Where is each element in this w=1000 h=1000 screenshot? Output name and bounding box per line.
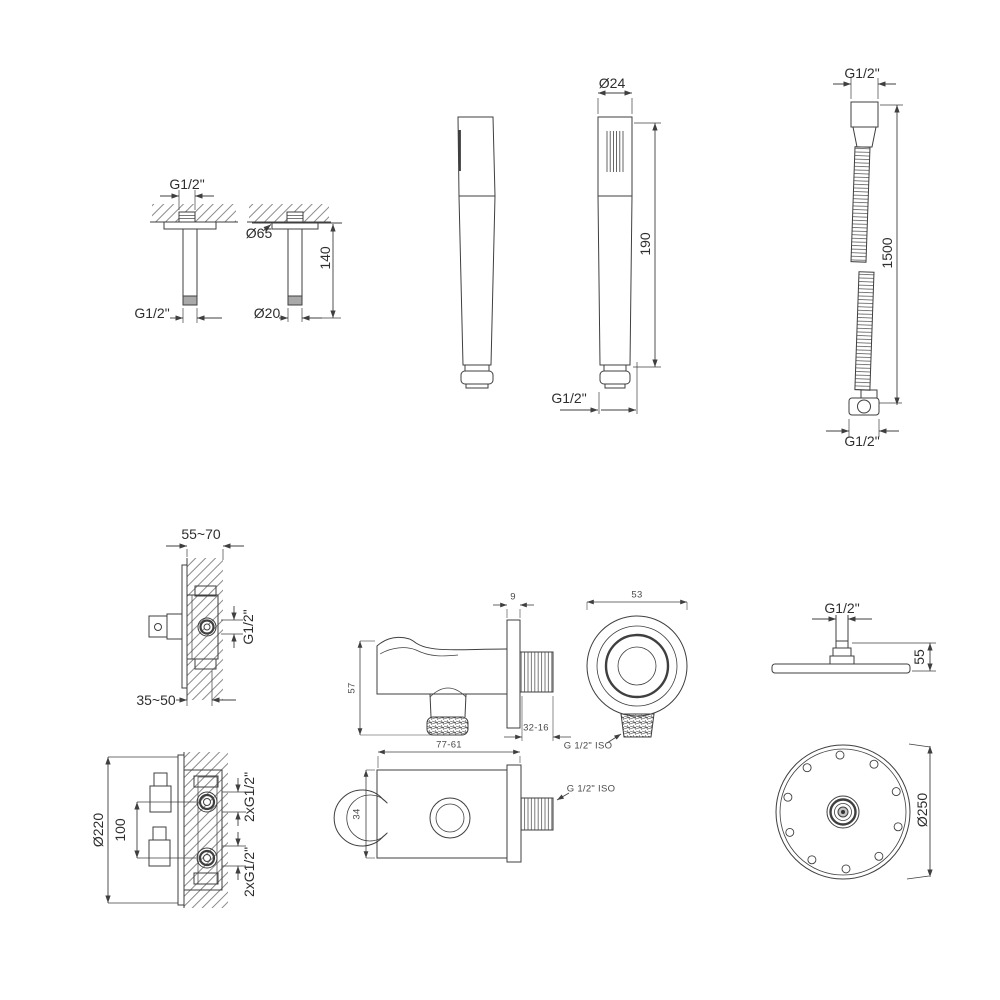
drawing-hand-shower-side [457,116,496,389]
drawing-shower-head-top [775,743,933,880]
dim-hand-shower-diameter: Ø24 [598,75,626,91]
dim-outlet-depth: 34 [351,808,363,820]
dim-thermostat-port-spacing: 100 [112,818,128,842]
drawing-wall-outlet-side [357,602,571,741]
dim-outlet-iso-thread-front: G 1/2" ISO [563,740,613,752]
dim-hose-thread-bottom: G1/2" [844,433,880,449]
dim-hand-shower-thread: G1/2" [551,390,587,406]
dim-ceiling-arm-length: 140 [317,246,333,270]
dim-outlet-height: 57 [346,682,358,694]
drawing-wall-outlet-front [586,599,688,744]
dim-mixer-depth-bottom: 35~50 [136,692,176,708]
dim-ceiling-arm-thread-top: G1/2" [169,176,205,192]
drawing-ceiling-arm-front [150,190,238,323]
dim-mixer-thread: G1/2" [240,609,256,645]
dim-outlet-iso-thread-bottom: G 1/2" ISO [566,783,616,795]
drawing-mixer-valve [148,543,244,706]
drawing-shower-head-side [771,615,936,674]
dim-outlet-width-range: 77-61 [436,739,462,751]
dim-thermostat-ports-bottom: 2xG1/2" [241,846,257,898]
dim-outlet-plate-thickness: 9 [510,591,516,603]
drawing-hose [826,78,903,437]
drawing-thermostat-valve [105,752,246,908]
dim-outlet-thread-length: 32-16 [523,722,549,734]
drawing-ceiling-arm-side [247,204,342,322]
dim-ceiling-arm-flange-diameter: Ø65 [245,225,273,241]
dim-ceiling-arm-pipe-diameter: Ø20 [253,305,281,321]
dim-hand-shower-length: 190 [637,232,653,256]
dim-outlet-width: 53 [631,589,643,601]
dim-hose-length: 1500 [879,237,895,269]
dim-ceiling-arm-thread-bottom: G1/2" [134,305,170,321]
dim-hose-thread-top: G1/2" [844,65,880,81]
dim-head-height: 55 [911,649,927,665]
dim-mixer-depth-top: 55~70 [181,526,221,542]
dim-head-diameter: Ø250 [914,792,930,828]
dim-thermostat-plate-diameter: Ø220 [90,812,106,848]
drawing-hand-shower-front [560,90,661,414]
drawing-wall-outlet-bottom [333,749,570,863]
dim-head-thread: G1/2" [824,600,860,616]
dim-thermostat-ports-top: 2xG1/2" [241,771,257,823]
